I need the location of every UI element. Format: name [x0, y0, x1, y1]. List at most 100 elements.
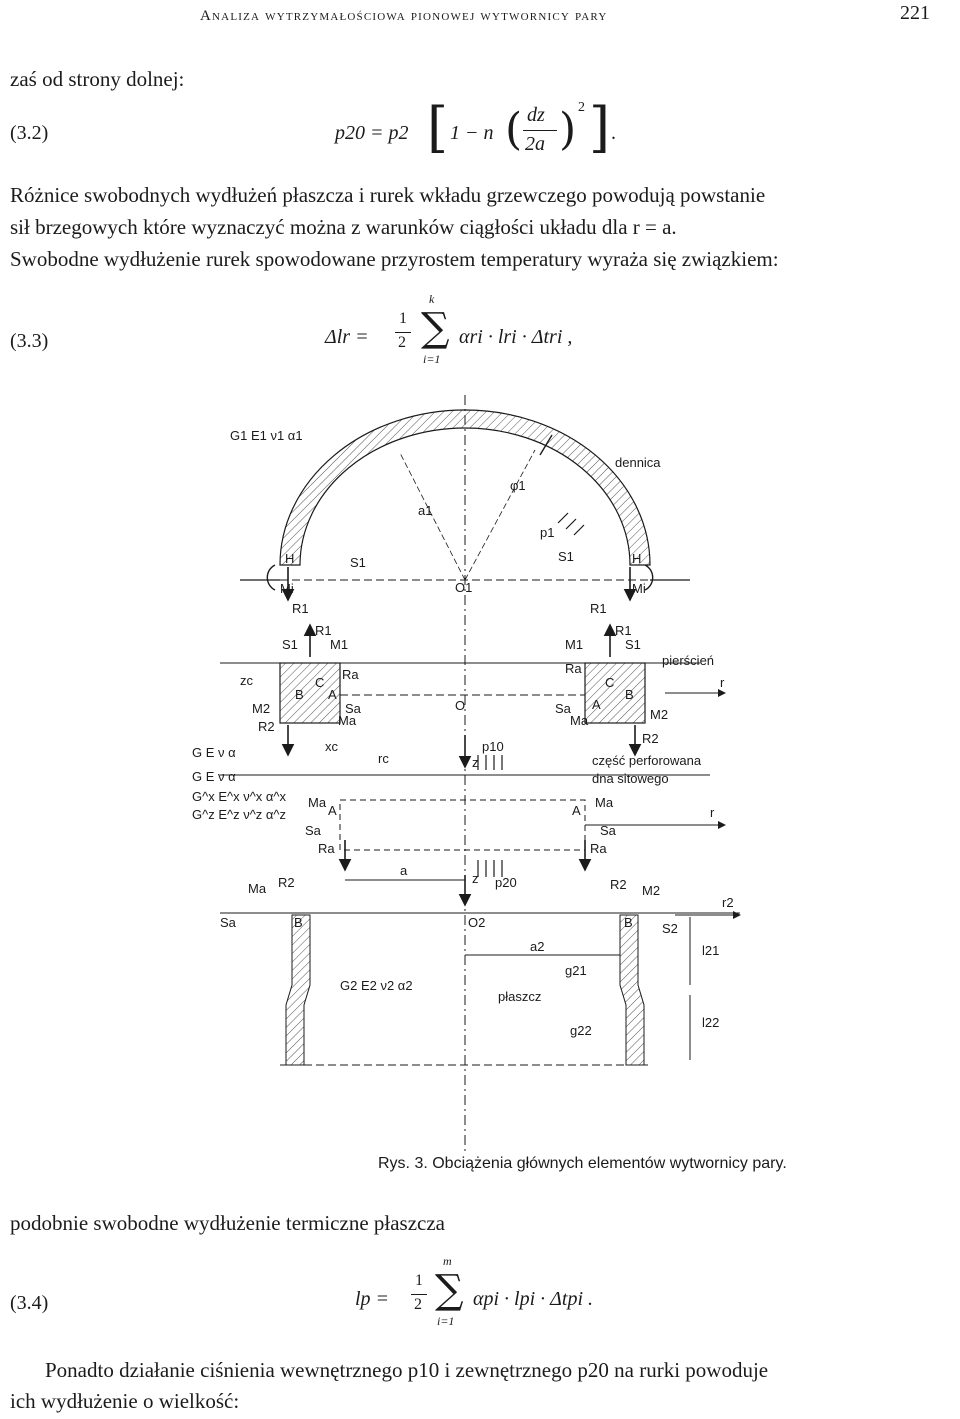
label-R1-up-left: R1 [315, 623, 332, 638]
dome-shell [279, 409, 651, 566]
paragraph-edge-forces-line3: Swobodne wydłużenie rurek spowodowane pr… [10, 247, 779, 271]
label-B-shell-right: B [624, 915, 633, 930]
label-Ra-right: Ra [565, 661, 582, 676]
eq34-half-bar [411, 1294, 427, 1295]
label-Ma-right: Ma [570, 713, 589, 728]
figure-caption: Rys. 3. Obciążenia głównych elementów wy… [378, 1155, 787, 1172]
label-dennica: dennica [615, 455, 661, 470]
label-p1: p1 [540, 525, 554, 540]
label-S1-ring-left: S1 [282, 637, 298, 652]
label-r-ring: r [720, 675, 725, 690]
Mi-right-moment [644, 564, 654, 591]
label-perf-1: część perforowana [592, 753, 702, 768]
eq32-bracket-right: ] [589, 96, 611, 159]
label-a1: a1 [418, 503, 432, 518]
paragraph-edge-forces-line2: sił brzegowych które wyznaczyć można z w… [10, 215, 677, 239]
label-Mi-left: Mi [280, 581, 294, 596]
label-R2-shell-left: R2 [278, 875, 295, 890]
label-C-left: C [315, 675, 324, 690]
label-Ra-left: Ra [342, 667, 359, 682]
label-R2-right: R2 [642, 731, 659, 746]
pressure-p20-arrows [477, 860, 503, 877]
label-Sa-plate-right: Sa [600, 823, 617, 838]
eq33-sigma: ∑ [421, 305, 450, 351]
label-top-material: G1 E1 ν1 α1 [230, 428, 303, 443]
running-title: Analiza wytrzymałościowa pionowej wytwor… [200, 8, 608, 24]
dennica-pointer [539, 434, 553, 456]
label-R2-shell-right: R2 [610, 877, 627, 892]
label-r-plate: r [710, 805, 715, 820]
label-H-right: H [632, 551, 641, 566]
label-S2: S2 [662, 921, 678, 936]
eq32-power: 2 [578, 100, 585, 115]
eq33-terms: αri · lri · Δtri , [459, 326, 573, 348]
eq33-half-den: 2 [398, 334, 406, 351]
phi1-line [464, 449, 536, 581]
label-O: O [455, 698, 465, 713]
label-M1-left: M1 [330, 637, 348, 652]
eq32-fraction-bar [523, 130, 557, 131]
eq32-num: dz [527, 104, 545, 126]
label-pierscien: pierścień [662, 653, 714, 668]
eq33-half-num: 1 [399, 310, 407, 327]
label-B-shell-left: B [294, 915, 303, 930]
label-B-left: B [295, 687, 304, 702]
Mi-left-moment [266, 564, 276, 591]
label-Ra-plate-right: Ra [590, 841, 607, 856]
label-M2-left: M2 [252, 701, 270, 716]
eq33-upper: k [429, 292, 435, 306]
label-S1-right: S1 [558, 549, 574, 564]
eq32-period: . [611, 122, 616, 144]
label-R1-up-right: R1 [615, 623, 632, 638]
eq32-lhs: p20 = p2 [335, 122, 409, 144]
equation-3-4: lp = 1 2 m ∑ i=1 αpi · lpi · Δtpi . [355, 1252, 675, 1332]
label-z-bottom: z [472, 871, 479, 886]
label-zc: zc [240, 673, 254, 688]
label-Sa-left: Sa [345, 701, 362, 716]
eq34-sigma: ∑ [435, 1267, 464, 1313]
label-plaszcz: płaszcz [498, 989, 541, 1004]
paragraph-closing-line1: Ponadto działanie ciśnienia wewnętrznego… [45, 1358, 769, 1382]
label-O2: O2 [468, 915, 485, 930]
eq34-upper: m [443, 1254, 452, 1268]
label-phi1: φ1 [510, 478, 526, 493]
label-A-plate-right: A [572, 803, 581, 818]
label-p10: p10 [482, 739, 504, 754]
eq32-body: 1 − n [450, 122, 494, 144]
pressure-p1-arrows [557, 512, 585, 536]
eq34-half-num: 1 [415, 1272, 423, 1289]
label-bottom-material: G2 E2 ν2 α2 [340, 978, 413, 993]
equation-number-3-2: (3.2) [10, 122, 49, 144]
radius-a1-line [399, 452, 466, 581]
label-M2-shell-right: M2 [642, 883, 660, 898]
label-mat-4: G^z E^z ν^z α^z [192, 807, 286, 822]
page-number: 221 [900, 2, 930, 24]
label-g22: g22 [570, 1023, 592, 1038]
label-l21: l21 [702, 943, 719, 958]
equation-3-3: Δlr = 1 2 k ∑ i=1 αri · lri · Δtri , [325, 290, 645, 370]
label-mat-1: G E ν α [192, 745, 236, 760]
eq34-terms: αpi · lpi · Δtpi . [473, 1288, 594, 1310]
eq33-lhs: Δlr = [325, 326, 369, 348]
label-perf-2: dna sitowego [592, 771, 669, 786]
ring-right [584, 662, 646, 724]
eq34-lhs: lp = [355, 1288, 390, 1310]
eq33-half-bar [395, 332, 411, 333]
label-Sa-plate-left: Sa [305, 823, 322, 838]
eq33-lower: i=1 [423, 352, 441, 366]
paragraph-edge-forces-line1: Różnice swobodnych wydłużeń płaszcza i r… [10, 183, 766, 207]
label-S1-left: S1 [350, 555, 366, 570]
label-a: a [400, 863, 408, 878]
label-l22: l22 [702, 1015, 719, 1030]
label-Mi-right: Mi [632, 581, 646, 596]
label-O1: O1 [455, 580, 472, 595]
paragraph-shell-intro: podobnie swobodne wydłużenie termiczne p… [10, 1211, 446, 1235]
label-g21: g21 [565, 963, 587, 978]
label-mat-2: G E ν α [192, 769, 236, 784]
label-Sa-right: Sa [555, 701, 572, 716]
ring-left [279, 662, 341, 724]
eq32-paren-right: ) [559, 104, 577, 155]
label-Sa-shell-left: Sa [220, 915, 237, 930]
label-rc: rc [378, 751, 389, 766]
label-R1-right: R1 [590, 601, 607, 616]
